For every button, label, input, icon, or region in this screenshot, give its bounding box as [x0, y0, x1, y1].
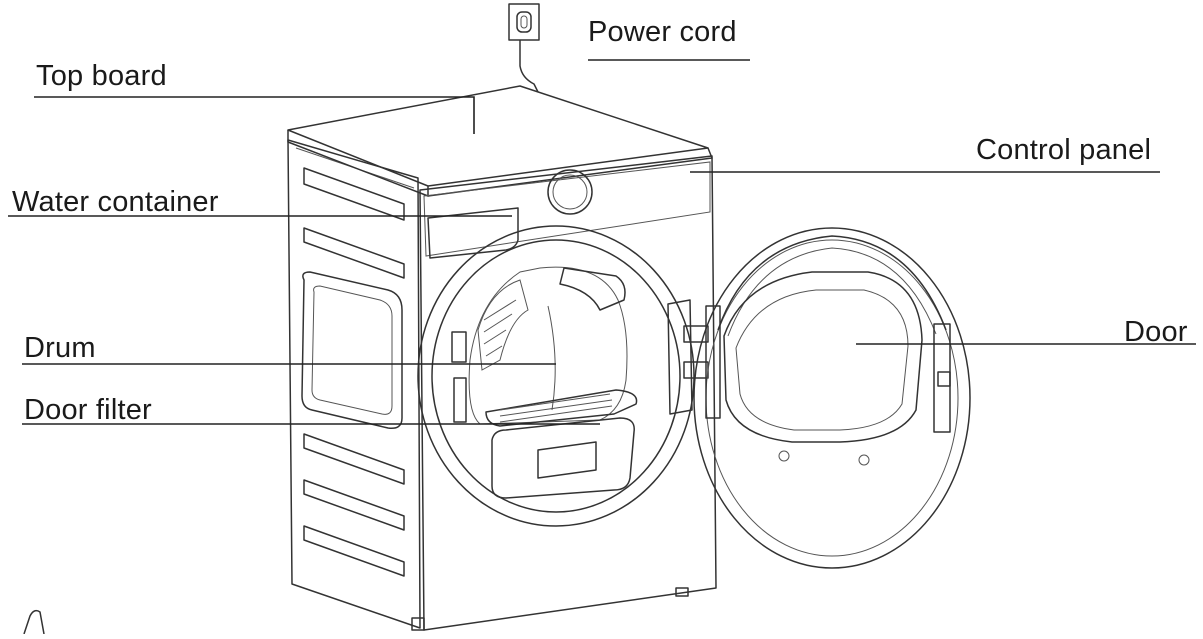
label-water-container: Water container: [12, 186, 219, 218]
drum-mesh: [483, 299, 517, 357]
label-top-board: Top board: [36, 60, 167, 92]
label-control-panel: Control panel: [976, 134, 1152, 166]
label-drum: Drum: [24, 332, 96, 364]
label-door-filter: Door filter: [24, 394, 152, 426]
dryer-side-panel: [287, 139, 421, 629]
dryer-door: [693, 227, 971, 569]
dryer-front-body: [411, 155, 717, 631]
leader-top-board: [34, 96, 475, 134]
label-power-cord: Power cord: [588, 16, 737, 48]
cropped-icon: [23, 609, 45, 635]
label-door: Door: [1124, 316, 1188, 348]
door-filter-grille: [499, 393, 613, 423]
dryer-top-board: [287, 85, 713, 197]
wall-socket: [508, 3, 540, 41]
power-cord-wire: [519, 40, 539, 93]
